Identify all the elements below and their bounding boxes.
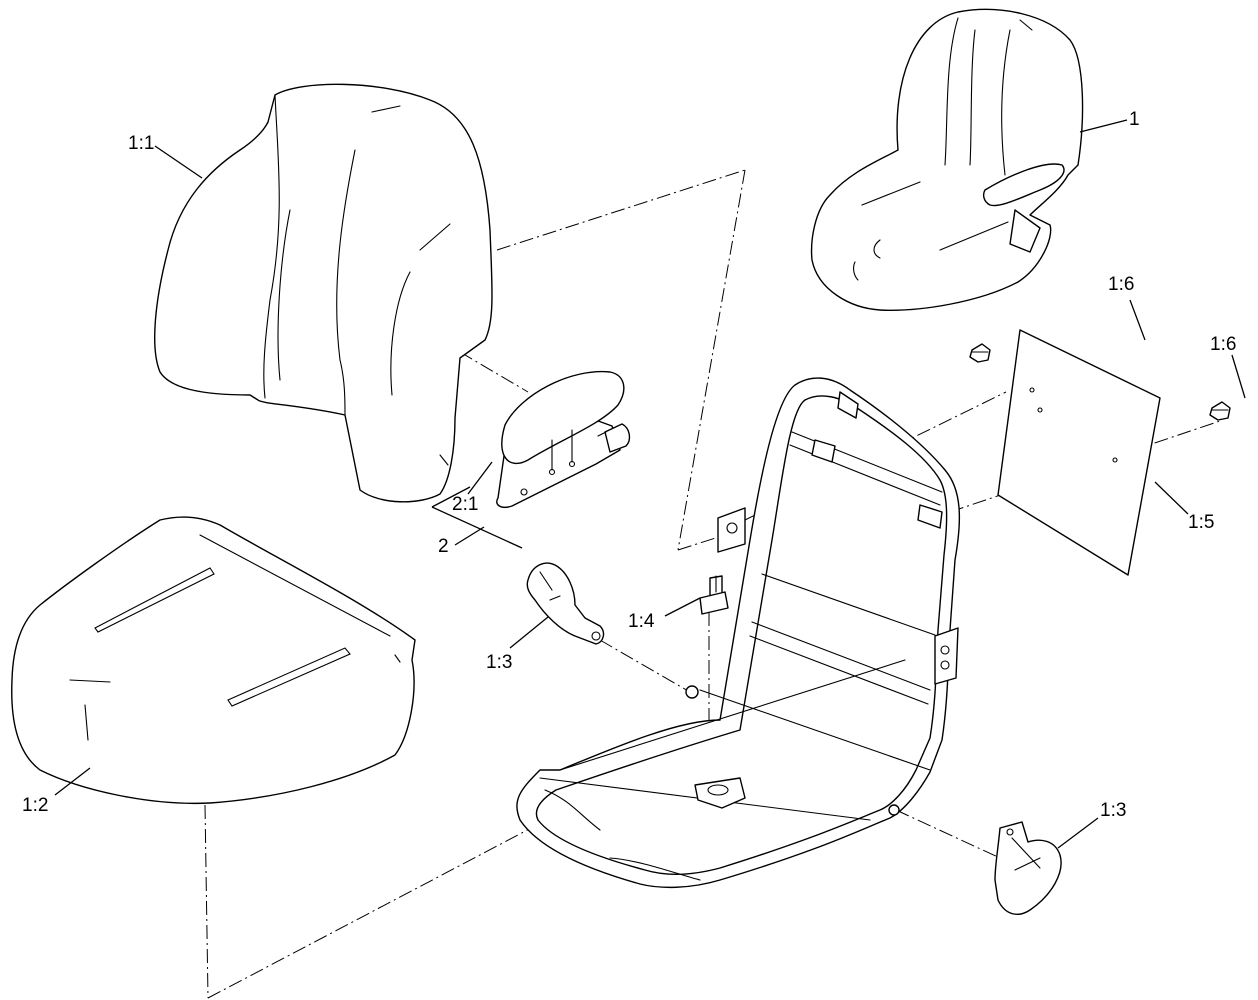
seat-belt-right-illustration [994, 821, 1062, 916]
seat-cushion-illustration [11, 516, 416, 805]
callout-1-3-left: 1:3 [486, 652, 512, 673]
seat-frame-illustration [516, 377, 961, 889]
callout-1-4: 1:4 [628, 611, 655, 632]
seat-switch-illustration [699, 575, 729, 615]
callout-1-5: 1:5 [1188, 512, 1214, 533]
callout-1: 1 [1129, 109, 1140, 130]
callout-1-6-upper: 1:6 [1108, 274, 1134, 295]
back-plate-illustration [997, 329, 1161, 576]
callout-1-6-lower: 1:6 [1210, 334, 1236, 355]
armrest-kit-bracket [431, 486, 523, 549]
backrest-cushion-illustration [154, 83, 493, 503]
armrest-illustration [496, 370, 631, 508]
callout-2-1: 2:1 [452, 494, 478, 515]
callout-leaders [54, 119, 1246, 849]
bolt-illustrations [969, 343, 1231, 421]
seat-belt-left-illustration [526, 562, 605, 645]
callout-1-1: 1:1 [128, 133, 154, 154]
callout-1-2: 1:2 [22, 795, 48, 816]
seat-assembly-illustration [810, 8, 1084, 311]
callout-1-3-right: 1:3 [1100, 800, 1126, 821]
callout-2: 2 [438, 536, 449, 557]
